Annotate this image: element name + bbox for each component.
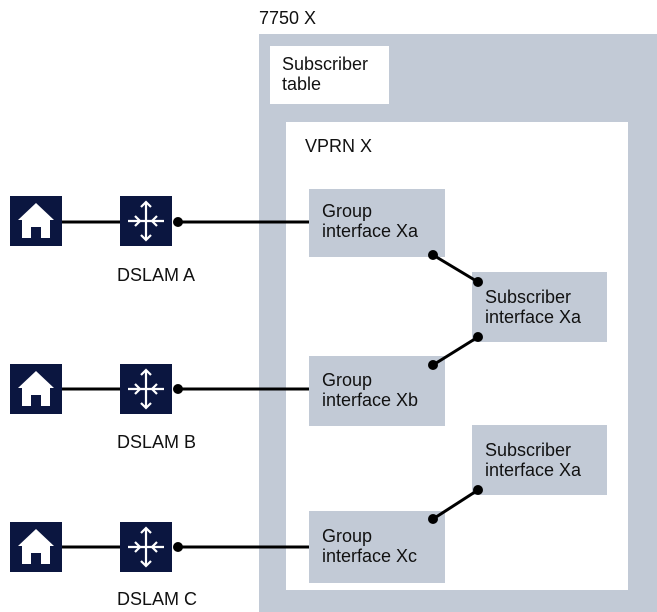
subscriber-interface-1-label: Subscriber interface Xa: [485, 287, 582, 327]
subscriber-table-label: Subscriber table: [282, 54, 369, 94]
home-icon: [10, 196, 62, 246]
dslam-router-icon: [120, 196, 172, 246]
link-xb-sub: [432, 335, 479, 367]
chassis-label: 7750 X: [259, 8, 317, 28]
dslam-router-icon: [120, 522, 172, 572]
link-xb-dot-2: [473, 332, 483, 342]
vprn-label: VPRN X: [305, 136, 373, 156]
dslam-a-label: DSLAM A: [117, 265, 196, 285]
link-xa-sub: [432, 253, 479, 284]
group-interface-xc-label: Group interface Xc: [322, 526, 418, 566]
link-dslam-c-dot: [173, 542, 183, 552]
dslam-b-label: DSLAM B: [117, 432, 197, 452]
subscriber-table-box: Subscriber table: [270, 46, 389, 104]
dslam-c-label: DSLAM C: [117, 589, 198, 609]
link-xa-dot-2: [473, 277, 483, 287]
group-interface-xc: Group interface Xc: [309, 511, 445, 583]
home-icon: [10, 364, 62, 414]
link-dslam-b-dot: [173, 384, 183, 394]
dslam-router-icon: [120, 364, 172, 414]
group-interface-xa: Group interface Xa: [309, 189, 445, 257]
link-dslam-a-dot: [173, 217, 183, 227]
link-xc-sub: [432, 488, 479, 521]
link-xc-dot-2: [473, 485, 483, 495]
group-interface-xa-label: Group interface Xa: [322, 201, 419, 241]
link-xb-dot-1: [428, 360, 438, 370]
home-icon: [10, 522, 62, 572]
subscriber-interface-1: Subscriber interface Xa: [472, 272, 607, 342]
link-xa-dot-1: [428, 250, 438, 260]
link-xc-dot-1: [428, 514, 438, 524]
group-interface-xb-label: Group interface Xb: [322, 370, 419, 410]
subscriber-interface-2-label: Subscriber interface Xa: [485, 440, 582, 480]
group-interface-xb: Group interface Xb: [309, 356, 445, 426]
subscriber-interface-2: Subscriber interface Xa: [472, 425, 607, 495]
